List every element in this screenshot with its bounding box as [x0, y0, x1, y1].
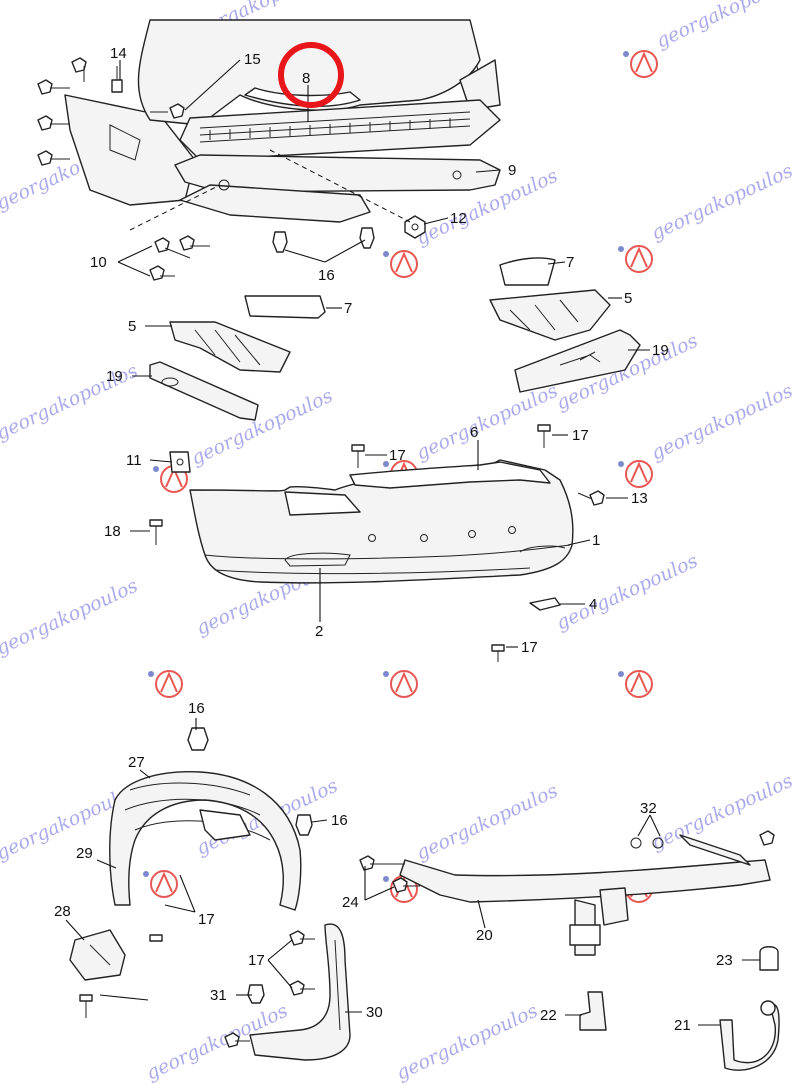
watermark-text: georgakopoulos — [653, 0, 800, 53]
callout-13: 13 — [631, 490, 648, 507]
bumper-guide-left — [149, 361, 259, 421]
fasteners-bottom — [79, 727, 664, 1048]
callout-16: 16 — [331, 812, 348, 829]
callout-32: 32 — [640, 800, 657, 817]
callout-12: 12 — [450, 210, 467, 227]
clips-item-16 — [272, 227, 375, 253]
ball-hook-item-21 — [719, 1000, 780, 1071]
callout-labels: 8 14 15 9 12 10 16 7 7 5 5 19 19 6 17 17… — [54, 45, 733, 1034]
watermark-text: georgakopoulos — [413, 380, 562, 465]
callout-17: 17 — [389, 447, 406, 464]
watermark-text: georgakopoulos — [393, 1000, 542, 1085]
callout-16: 16 — [318, 267, 335, 284]
callout-19: 19 — [106, 368, 123, 385]
callout-20: 20 — [476, 927, 493, 944]
callout-10: 10 — [90, 254, 107, 271]
callout-14: 14 — [110, 45, 127, 62]
callout-31: 31 — [210, 987, 227, 1004]
callout-22: 22 — [540, 1007, 557, 1024]
highlight-circle — [278, 42, 344, 108]
screw-set-left — [37, 57, 185, 166]
rear-panel-trim — [179, 99, 501, 161]
bolts-item-10 — [149, 235, 210, 281]
tow-bar — [359, 830, 775, 956]
callout-11: 11 — [126, 452, 142, 469]
wheel-arch-liner — [109, 771, 302, 911]
watermark-logo — [143, 870, 178, 898]
bumper-reinforcement-bar — [174, 154, 501, 223]
callout-9: 9 — [508, 162, 516, 179]
callout-6: 6 — [470, 424, 478, 441]
watermark-logo — [623, 50, 658, 78]
callout-1: 1 — [592, 532, 600, 549]
cap-item-23 — [759, 946, 779, 971]
bracket-item-28 — [69, 929, 126, 981]
rear-bumper-cover — [189, 459, 574, 584]
callout-5: 5 — [624, 290, 632, 307]
mount-clip-item-11 — [169, 451, 191, 473]
callout-21: 21 — [674, 1017, 691, 1034]
screws-mid — [149, 424, 605, 662]
callout-27: 27 — [128, 754, 145, 771]
callout-24: 24 — [342, 894, 359, 911]
callout-4: 4 — [589, 596, 597, 613]
callout-17: 17 — [521, 639, 538, 656]
callout-17: 17 — [198, 911, 215, 928]
socket-item-22 — [579, 991, 607, 1031]
watermark-logo — [618, 460, 653, 488]
watermark-logo — [383, 670, 418, 698]
bumper-bracket-right — [489, 289, 611, 341]
callout-18: 18 — [104, 523, 121, 540]
watermark-logo — [618, 245, 653, 273]
callout-15: 15 — [244, 51, 261, 68]
callout-5: 5 — [128, 318, 136, 335]
watermark-text: georgakopoulos — [553, 550, 702, 635]
watermark-logo — [148, 670, 183, 698]
splash-guard — [249, 923, 351, 1061]
watermark-text: georgakopoulos — [648, 380, 797, 465]
rear-body-panel — [64, 19, 501, 206]
callout-16: 16 — [188, 700, 205, 717]
watermark-text: georgakopoulos — [413, 780, 562, 865]
watermark-logo — [383, 250, 418, 278]
watermark-text: georgakopoulos — [648, 770, 797, 855]
bumper-guide-right — [514, 329, 641, 393]
callout-19: 19 — [652, 342, 669, 359]
leader-lines — [65, 59, 760, 1026]
callout-7: 7 — [344, 300, 352, 317]
bumper-bracket-left — [169, 321, 291, 373]
upper-trim-strip — [349, 461, 551, 489]
callout-17: 17 — [572, 427, 589, 444]
callout-2: 2 — [315, 623, 323, 640]
watermark-logo — [618, 670, 653, 698]
callout-29: 29 — [76, 845, 93, 862]
callout-28: 28 — [54, 903, 71, 920]
callout-30: 30 — [366, 1004, 383, 1021]
watermark-text: georgakopoulos — [0, 575, 141, 660]
watermark-text: georgakopoulos — [648, 160, 797, 245]
reflector-left — [244, 295, 326, 319]
callout-17: 17 — [248, 952, 265, 969]
callout-23: 23 — [716, 952, 733, 969]
callout-8: 8 — [302, 70, 310, 87]
callout-7: 7 — [566, 254, 574, 271]
towing-eye-cover-item-4 — [529, 597, 561, 611]
reflector-right — [499, 257, 556, 286]
